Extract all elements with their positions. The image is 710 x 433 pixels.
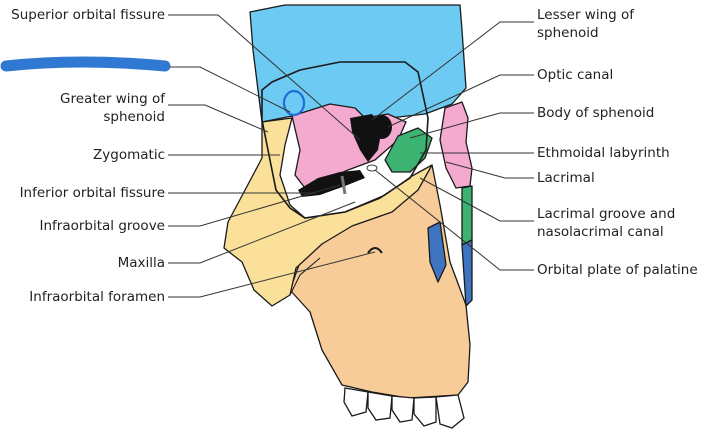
zygomaticomaxillary-suture bbox=[289, 257, 321, 296]
leader-lacrimal-groove bbox=[419, 177, 534, 222]
leader-infraorbital-foramen bbox=[168, 251, 376, 298]
palatine-plate-shape bbox=[366, 164, 378, 172]
label-orbital-plate-palatine: Orbital plate of palatine bbox=[537, 262, 698, 278]
label-optic-canal: Optic canal bbox=[537, 67, 613, 83]
label-greater-wing-line1: Greater wing of bbox=[60, 91, 166, 107]
tooth bbox=[391, 395, 415, 423]
leader-lines bbox=[168, 14, 534, 298]
label-infraorbital-foramen: Infraorbital foramen bbox=[29, 289, 165, 305]
label-lacrimal-groove-line2: nasolacrimal canal bbox=[537, 224, 664, 240]
annotation-circle bbox=[282, 89, 306, 117]
leader-lacrimal bbox=[445, 161, 534, 179]
leader-superior-orbital-fissure bbox=[168, 14, 361, 141]
label-greater-wing-line2: sphenoid bbox=[103, 109, 165, 125]
label-lesser-wing-line1: Lesser wing of bbox=[537, 7, 635, 23]
leader-infraorbital-groove bbox=[168, 184, 341, 227]
inferior-orbital-fissure-shape bbox=[298, 170, 365, 197]
label-lacrimal: Lacrimal bbox=[537, 170, 595, 186]
tooth bbox=[435, 394, 465, 429]
lacrimal-bone bbox=[439, 101, 473, 189]
label-maxilla: Maxilla bbox=[118, 255, 165, 271]
tooth bbox=[343, 387, 369, 417]
label-zygomatic: Zygomatic bbox=[93, 147, 165, 163]
label-ethmoidal-labyrinth: Ethmoidal labyrinth bbox=[537, 145, 670, 161]
labels-left: Superior orbital fissure Greater wing of… bbox=[11, 7, 166, 305]
leader-optic-canal bbox=[387, 74, 534, 128]
leader-orbital-plate-palatine bbox=[374, 169, 534, 271]
tooth bbox=[367, 391, 393, 421]
label-body-of-sphenoid: Body of sphenoid bbox=[537, 105, 654, 121]
labels-right: Lesser wing of sphenoid Optic canal Body… bbox=[537, 7, 698, 278]
infraorbital-foramen-shape bbox=[367, 247, 383, 254]
leader-maxilla bbox=[168, 201, 356, 264]
skull-illustration bbox=[0, 4, 473, 429]
label-infraorbital-groove: Infraorbital groove bbox=[40, 218, 166, 234]
optic-canal-shape bbox=[372, 115, 392, 139]
nasal-strip-blue bbox=[461, 239, 473, 307]
leader-redacted bbox=[170, 66, 291, 113]
label-inferior-orbital-fissure: Inferior orbital fissure bbox=[20, 185, 165, 201]
upper-teeth bbox=[343, 387, 465, 429]
leader-body-of-sphenoid bbox=[409, 112, 534, 139]
tooth bbox=[413, 396, 437, 427]
orbital-rim bbox=[261, 61, 429, 219]
label-lesser-wing-line2: sphenoid bbox=[537, 25, 599, 41]
label-superior-orbital-fissure: Superior orbital fissure bbox=[11, 7, 165, 23]
nasal-strip-green bbox=[461, 185, 473, 246]
leader-greater-wing bbox=[168, 104, 269, 133]
redaction-scribble bbox=[0, 56, 171, 72]
label-lacrimal-groove-line1: Lacrimal groove and bbox=[537, 206, 675, 222]
frontal-bone bbox=[249, 4, 467, 123]
leader-lesser-wing bbox=[371, 21, 534, 121]
inferior-concha-blue bbox=[427, 221, 447, 283]
infraorbital-groove-shape bbox=[340, 175, 347, 195]
